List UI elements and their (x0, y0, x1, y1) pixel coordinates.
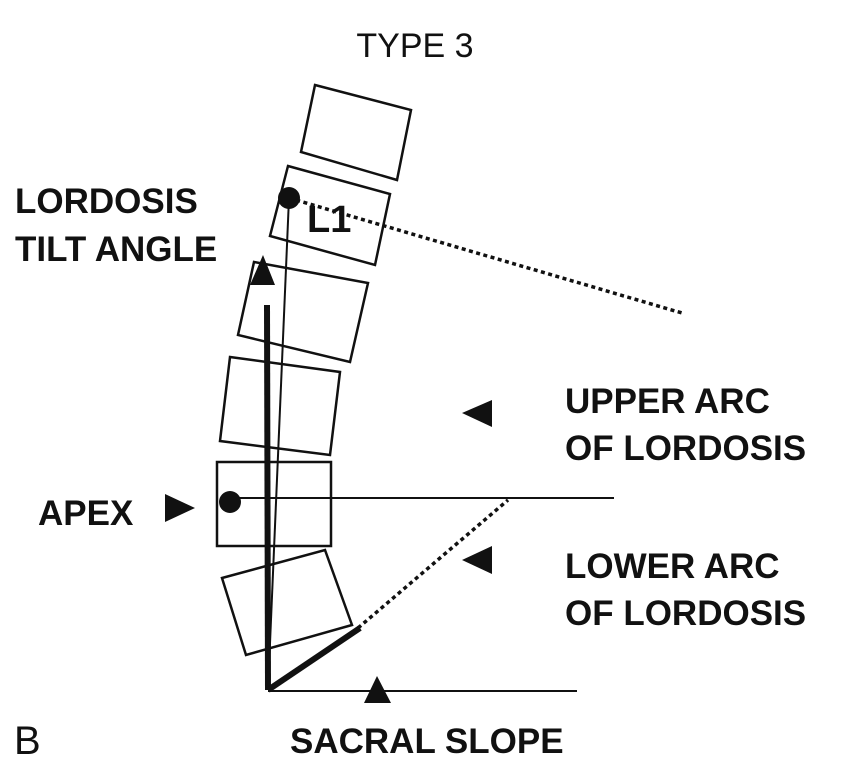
vertebra-l1 (268, 164, 392, 267)
panel-letter: B (14, 719, 41, 763)
diagram-title: TYPE 3 (356, 27, 473, 65)
sacral-slope-line (266, 625, 362, 693)
lower-arc-arrow-icon (462, 546, 492, 574)
upper-arc-arrow-icon (462, 400, 492, 427)
tilt-angle-arrow-icon (250, 255, 275, 285)
l1-dotted-line (288, 196, 683, 315)
vertebra-t12 (299, 83, 413, 182)
apex-point (219, 491, 241, 513)
lordosis-tilt-angle-label-line1: LORDOSIS (15, 182, 198, 221)
sacral-slope-label: SACRAL SLOPE (290, 722, 564, 761)
lower-arc-label-line1: LOWER ARC (565, 547, 780, 586)
vertebra-l2 (236, 260, 370, 364)
sacral-slope-arrow-icon (364, 676, 391, 703)
lower-arc-label-line2: OF LORDOSIS (565, 594, 806, 633)
vertebra-l5 (220, 548, 354, 657)
lordosis-tilt-angle-label-line2: TILT ANGLE (15, 230, 217, 269)
apex-arrow-icon (165, 494, 195, 522)
upper-arc-label-line1: UPPER ARC (565, 382, 770, 421)
vertebrae (215, 83, 413, 657)
l1-reference-line (267, 197, 290, 691)
l1-centroid-point (278, 187, 300, 209)
apex-label: APEX (38, 494, 134, 533)
lower-arc-dotted-line (356, 498, 510, 630)
vertebra-l1-label: L1 (307, 199, 351, 241)
upper-arc-label-line2: OF LORDOSIS (565, 429, 806, 468)
